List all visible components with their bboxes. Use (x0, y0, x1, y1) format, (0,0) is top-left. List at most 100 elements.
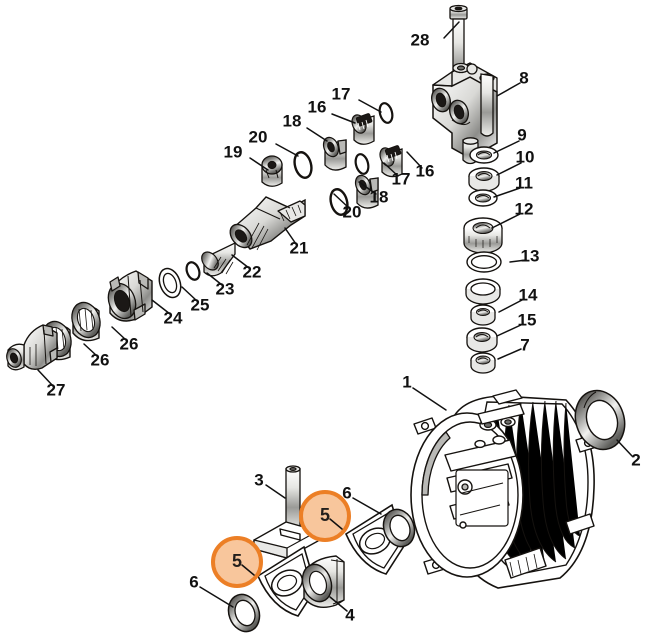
part-17-o-ring-lower (354, 153, 370, 175)
callout-14-leader (498, 298, 525, 313)
callout-20b-leader (333, 193, 350, 209)
callout-3-number: 3 (254, 470, 263, 489)
callout-19-number: 19 (224, 142, 243, 161)
callout-6b-number: 6 (189, 572, 198, 591)
part-5-triangular-bracket-lower (256, 545, 317, 617)
callout-23-number: 23 (216, 279, 235, 298)
part-18-valve-sleeve-upper (322, 136, 347, 171)
callout-25-leader (181, 286, 198, 302)
callout-26b-leader (83, 343, 98, 357)
callout-4: 4 (329, 596, 355, 624)
callout-13-number: 13 (521, 246, 540, 265)
callout-10-leader (496, 162, 522, 176)
part-22-threaded-plug (201, 241, 236, 277)
highlight-5-upper-leader (329, 518, 343, 530)
part-25-o-ring (158, 267, 182, 299)
callout-17b-leader (383, 162, 399, 177)
part-21-valve-body-fitting (229, 196, 306, 251)
part-19-valve-seat (261, 155, 283, 187)
callout-13-leader (509, 259, 527, 263)
callout-14-number: 14 (519, 285, 538, 304)
callout-6a: 6 (342, 483, 382, 515)
callout-9: 9 (493, 125, 527, 154)
part-13-o-ring-pair (465, 251, 502, 305)
highlight-5-lower-label: 5 (232, 551, 242, 571)
part-6-o-ring-upper (382, 508, 416, 548)
callout-6a-leader (352, 497, 382, 515)
callout-1-leader (412, 387, 447, 411)
callout-6b-leader (199, 586, 234, 608)
callout-17b-number: 17 (392, 169, 411, 188)
callout-4-number: 4 (345, 605, 355, 624)
part-20-o-ring-upper (293, 151, 313, 179)
callout-26a-leader (111, 326, 127, 341)
part-11-washer (468, 189, 498, 207)
callout-21-leader (284, 227, 297, 245)
callout-27: 27 (37, 369, 66, 399)
callout-28-leader (443, 21, 460, 39)
callout-8-number: 8 (519, 68, 528, 87)
callout-3: 3 (254, 470, 286, 499)
callout-10-number: 10 (516, 147, 535, 166)
callout-6a-number: 6 (342, 483, 351, 502)
part-16-nozzle-insert-right (379, 145, 403, 178)
callout-12-leader (491, 213, 521, 229)
part-27-hose-connector (6, 324, 58, 371)
callout-16a-number: 16 (308, 97, 327, 116)
callout-18b-leader (358, 181, 377, 195)
callout-16a: 16 (308, 97, 356, 124)
callout-16b: 16 (406, 151, 434, 180)
seal-stack-column (463, 146, 503, 374)
part-24-coupling-collar (107, 270, 153, 322)
callout-18a: 18 (283, 111, 328, 142)
part-9-washer (469, 146, 499, 164)
callout-26b-number: 26 (91, 350, 110, 369)
callout-9-leader (493, 140, 520, 154)
callout-20a-leader (275, 143, 299, 157)
callout-17a-leader (358, 99, 382, 113)
callout-16a-leader (331, 113, 356, 124)
part-2-sealing-ring (574, 389, 626, 451)
callout-22-leader (231, 254, 250, 269)
part-7-seal-washer (470, 352, 496, 374)
callout-27-number: 27 (47, 380, 66, 399)
callout-2-leader (616, 439, 633, 457)
callout-1: 1 (402, 372, 447, 411)
callout-20a: 20 (249, 127, 299, 157)
callout-23: 23 (206, 272, 235, 298)
part-17-o-ring-upper (378, 102, 394, 124)
callout-10: 10 (496, 147, 535, 176)
callout-24-leader (151, 299, 171, 315)
callout-8: 8 (496, 68, 529, 97)
callout-1-number: 1 (402, 372, 411, 391)
callout-19: 19 (224, 142, 269, 171)
callout-26a-number: 26 (120, 334, 139, 353)
callout-12: 12 (491, 199, 533, 229)
callout-20a-number: 20 (249, 127, 268, 146)
callout-15-number: 15 (518, 310, 537, 329)
callout-24: 24 (151, 299, 183, 327)
part-4-sleeve-bushing (301, 555, 345, 608)
callout-27-leader (37, 369, 54, 387)
callout-28: 28 (411, 21, 460, 49)
callout-17b: 17 (383, 162, 411, 188)
highlight-5-upper[interactable]: 5 (299, 490, 351, 542)
highlight-5-lower[interactable]: 5 (211, 536, 263, 588)
callout-9-number: 9 (517, 125, 526, 144)
callout-13: 13 (509, 246, 540, 265)
callout-19-leader (249, 157, 269, 171)
part-16-nozzle-insert-upper (351, 113, 375, 145)
part-15-seal-washer (466, 327, 498, 353)
highlight-5-upper-label: 5 (320, 505, 330, 525)
callout-25-number: 25 (191, 295, 210, 314)
highlight-5-lower-circle[interactable] (211, 536, 263, 588)
callout-20b: 20 (333, 193, 361, 221)
highlight-5-upper-circle[interactable] (299, 490, 351, 542)
highlight-5-lower-leader (241, 564, 255, 576)
callout-4-leader (329, 596, 348, 612)
callout-7-leader (497, 348, 522, 360)
callout-6b: 6 (189, 572, 234, 608)
